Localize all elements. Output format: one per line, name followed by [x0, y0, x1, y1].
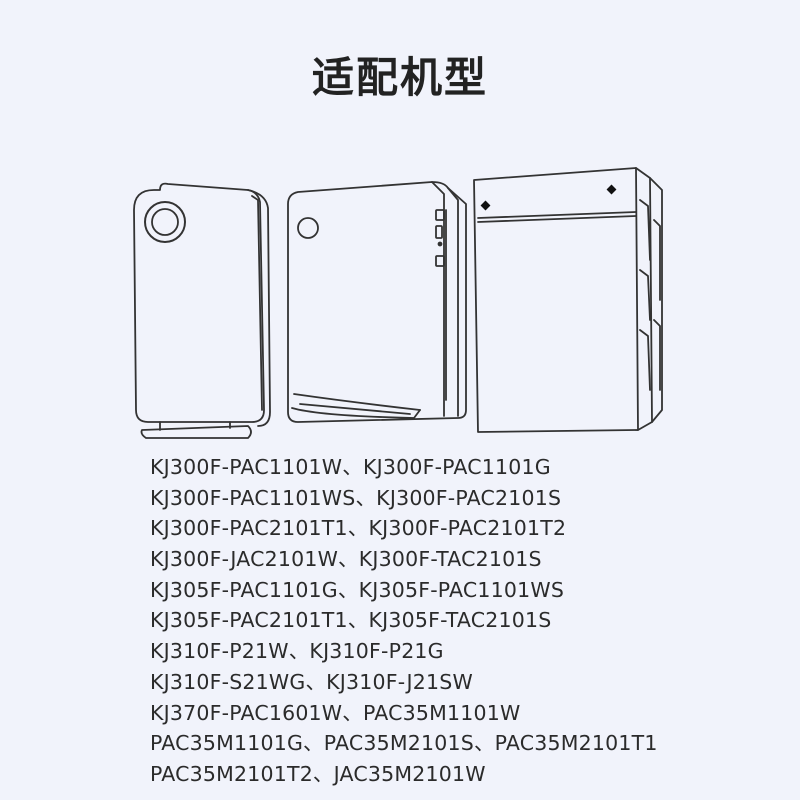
model-line: KJ305F-PAC2101T1、KJ305F-TAC2101S — [150, 608, 552, 633]
model-line: KJ370F-PAC1601W、PAC35M1101W — [150, 700, 521, 725]
model-line: KJ300F-PAC1101W、KJ300F-PAC1101G — [150, 455, 551, 479]
purifier-illustrations — [133, 167, 663, 439]
model-line: KJ300F-PAC2101T1、KJ300F-PAC2101T2 — [150, 516, 567, 541]
purifier-round-vent-image — [133, 182, 271, 439]
model-line: KJ305F-PAC1101G、KJ305F-PAC1101WS — [150, 577, 565, 602]
model-line: KJ310F-P21W、KJ310F-P21G — [150, 639, 444, 664]
model-line: KJ310F-S21WG、KJ310F-J21SW — [150, 669, 473, 694]
purifier-filter-front-image — [473, 167, 663, 433]
page-title: 适配机型 — [311, 53, 488, 102]
model-line: PAC35M1101G、PAC35M2101S、PAC35M2101T1 — [150, 731, 658, 756]
model-line: PAC35M2101T2、JAC35M2101W — [150, 761, 486, 786]
model-line: KJ300F-JAC2101W、KJ300F-TAC2101S — [150, 547, 542, 572]
purifier-side-panel-image — [287, 181, 467, 423]
compatible-model-list: KJ300F-PAC1101W、KJ300F-PAC1101G KJ300F-P… — [150, 452, 790, 790]
model-line: KJ300F-PAC1101WS、KJ300F-PAC2101S — [150, 485, 562, 510]
